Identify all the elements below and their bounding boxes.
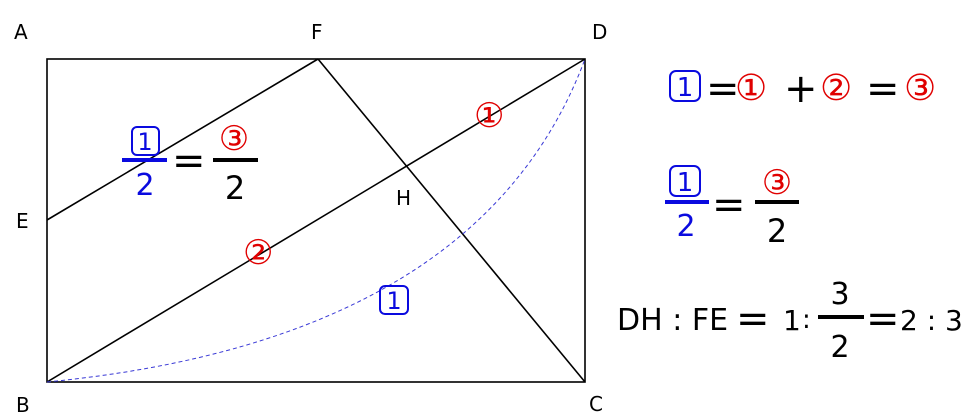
line3-lhs: DH : FE [617, 303, 728, 338]
segment-label-HD-one: ① [474, 96, 504, 136]
line1-plus: + [784, 66, 818, 112]
line1-term-two: ② [820, 68, 852, 109]
point-label-B: B [16, 393, 30, 417]
point-label-A: A [14, 20, 28, 44]
line3-frac-num: 3 [830, 277, 849, 312]
inner-fraction-denominator: 2 [135, 168, 154, 203]
inner-fraction: 1 2 = ③ 2 [122, 119, 258, 207]
work-line-3: DH : FE = 1 : 3 2 = 2 : 3 [617, 277, 963, 365]
point-label-H: H [396, 186, 411, 210]
line3-equals-2: = [866, 296, 900, 342]
line3-frac-den: 2 [830, 330, 849, 365]
line1-term-one: ① [735, 68, 767, 109]
line1-boxed-one: 1 [677, 73, 694, 103]
segment-EF [46, 58, 319, 221]
point-label-C: C [589, 392, 603, 416]
work-line-2: 1 2 = ③ 2 [665, 163, 799, 250]
boxed-one-in-triangle-text: 1 [386, 287, 401, 315]
segment-label-BH-two: ② [243, 233, 273, 273]
figure-lines [46, 58, 586, 383]
segment-BD [46, 58, 586, 383]
line1-equals-2: = [866, 66, 900, 112]
point-label-F: F [311, 20, 323, 44]
line2-rhs-denominator: 2 [767, 212, 787, 250]
line2-numerator: 1 [677, 168, 694, 198]
line3-equals-1: = [736, 296, 770, 342]
inner-fraction-rhs-denominator: 2 [225, 169, 245, 207]
boxed-one-in-triangle: 1 [379, 285, 409, 315]
line3-one: 1 [783, 304, 801, 337]
segment-FC [317, 58, 586, 383]
line3-colon: : [802, 305, 811, 335]
rectangle-ABCD [46, 58, 586, 383]
point-label-D: D [592, 20, 607, 44]
line3-result: 2 : 3 [900, 304, 963, 337]
inner-fraction-numerator: 1 [137, 128, 152, 156]
line2-equals: = [712, 182, 746, 228]
line1-equals-1: = [706, 66, 740, 112]
point-label-E: E [16, 209, 29, 233]
inner-fraction-rhs-numerator: ③ [219, 119, 249, 159]
line1-term-three: ③ [904, 68, 936, 109]
line2-rhs-numerator: ③ [762, 163, 792, 203]
work-line-1: 1 = ① + ② = ③ [669, 66, 936, 112]
line2-denominator: 2 [676, 209, 695, 244]
inner-fraction-equals: = [172, 138, 206, 184]
